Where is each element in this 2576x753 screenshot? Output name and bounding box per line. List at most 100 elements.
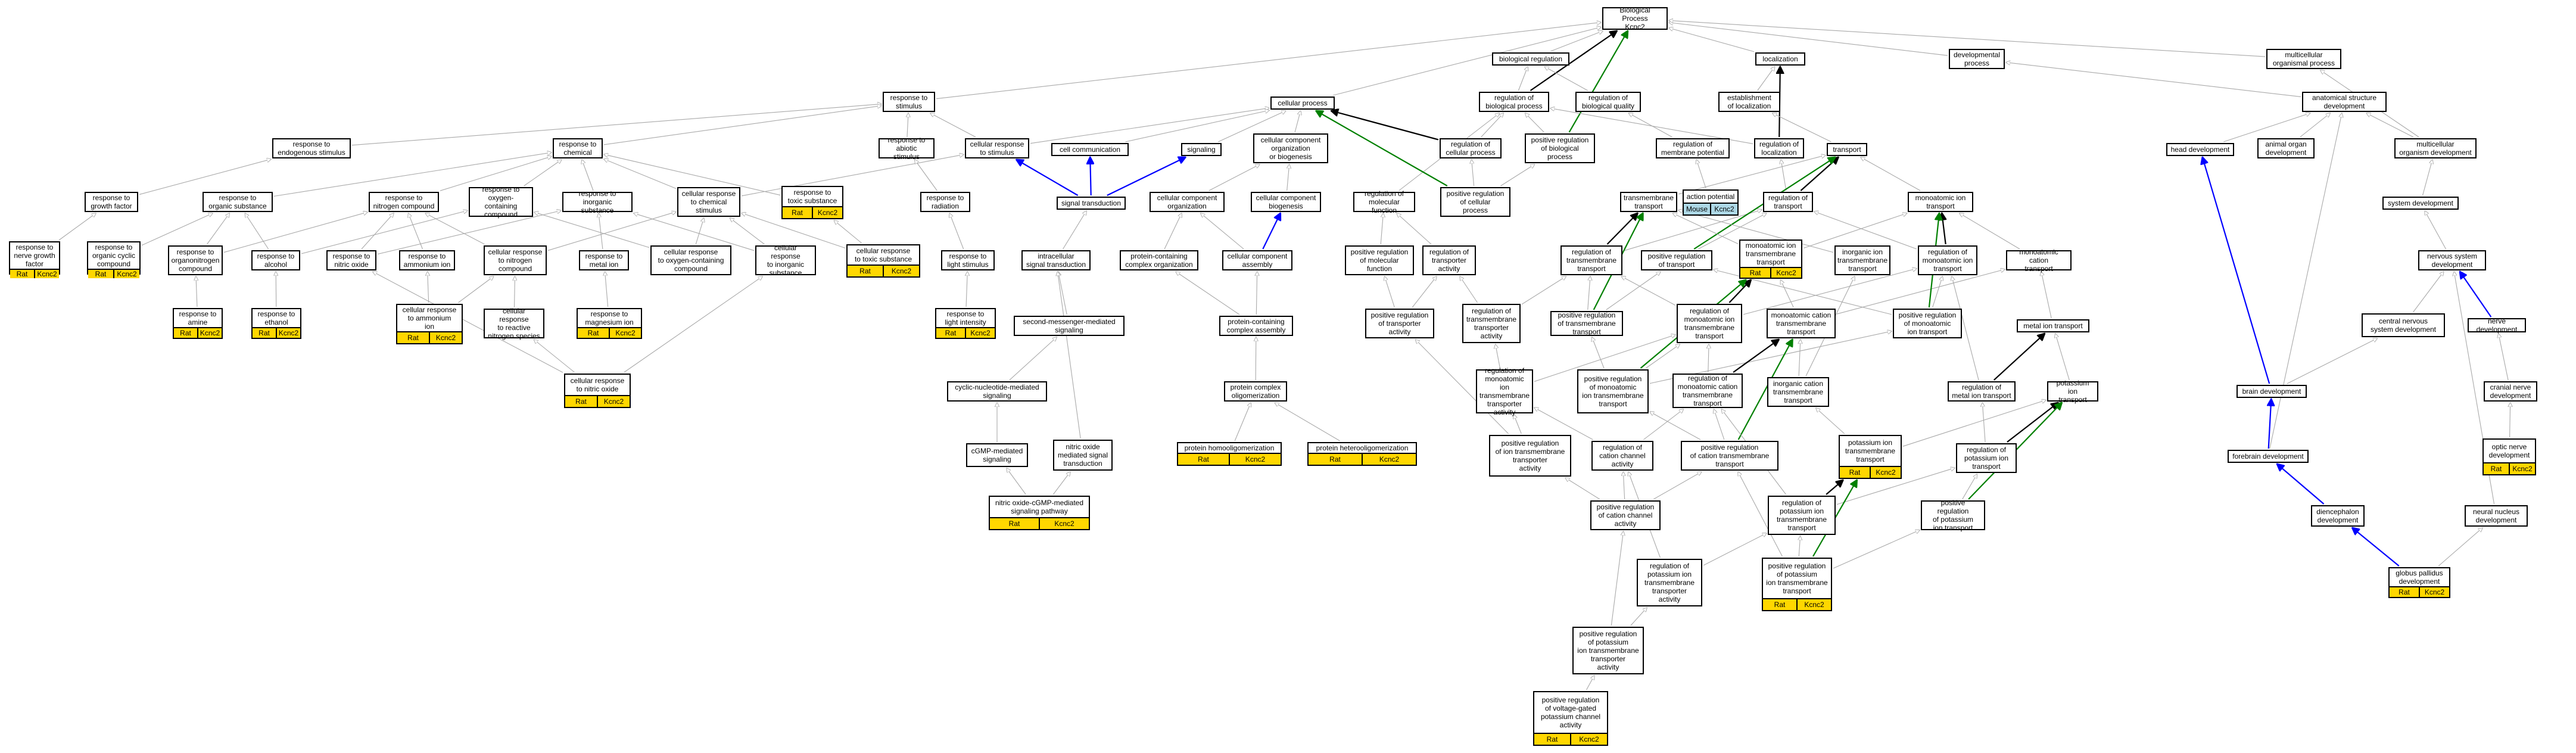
go-term-no-sig[interactable]: nitric oxide mediated signal transductio… <box>1053 440 1113 471</box>
go-term-metal-ion-transport[interactable]: metal ion transport <box>2017 319 2089 332</box>
go-term-reg-metal-transport[interactable]: regulation of metal ion transport <box>1948 381 2016 402</box>
gene-badge[interactable]: Kcnc2 <box>1796 599 1831 610</box>
go-term-inorg-ion-tm[interactable]: inorganic ion transmembrane transport <box>1834 245 1890 275</box>
go-term-cranial-nerve[interactable]: cranial nerve development <box>2484 381 2537 402</box>
go-term-pos-reg-potassium-tm-transporter[interactable]: positive regulation of potassium ion tra… <box>1572 627 1644 674</box>
go-term-pos-reg-ion-tm-transporter[interactable]: positive regulation of ion transmembrane… <box>1489 435 1571 477</box>
species-badge[interactable]: Rat <box>88 270 113 278</box>
go-term-resp-radiation[interactable]: response to radiation <box>920 192 970 212</box>
go-term-resp-inorg[interactable]: response to inorganic substance <box>562 189 633 214</box>
go-term-pos-reg-potassium-transport[interactable]: positive regulation of potassium ion tra… <box>1921 499 1985 532</box>
go-term-cell-resp-rns[interactable]: cellular response to reactive nitrogen s… <box>484 307 544 340</box>
go-term-cell-resp-chem[interactable]: cellular response to chemical stimulus <box>677 187 740 217</box>
go-term-resp-org[interactable]: response to organic substance <box>203 192 273 212</box>
go-term-system-dev[interactable]: system development <box>2382 197 2459 210</box>
go-term-nerve-dev[interactable]: nerve development <box>2468 317 2526 334</box>
go-term-resp-alcohol[interactable]: response to alcohol <box>251 250 300 270</box>
go-term-pos-reg-mol[interactable]: positive regulation of molecular functio… <box>1345 245 1414 275</box>
go-term-intra-sig[interactable]: intracellular signal transduction <box>1021 250 1091 270</box>
go-term-reg-potassium-transport[interactable]: regulation of potassium ion transport <box>1956 443 2017 473</box>
go-term-pos-reg-bio[interactable]: positive regulation of biological proces… <box>1525 133 1595 163</box>
go-term-tm-transport[interactable]: transmembrane transport <box>1620 192 1677 212</box>
go-term-cell-resp-nitro[interactable]: cellular response to nitrogen compound <box>484 245 547 275</box>
go-term-signaling[interactable]: signaling <box>1181 143 1222 156</box>
go-term-multiorgproc[interactable]: multicellular organismal process <box>2266 49 2341 69</box>
gene-badge[interactable]: Kcnc2 <box>197 328 222 338</box>
go-term-forebrain-dev[interactable]: forebrain development <box>2228 450 2309 463</box>
go-term-cell-resp-stim[interactable]: cellular response to stimulus <box>965 138 1029 158</box>
go-term-cell-resp-oxy[interactable]: cellular response to oxygen-containing c… <box>650 245 731 275</box>
go-term-est-loc[interactable]: establishment of localization <box>1718 92 1780 112</box>
go-term-reg-transporter[interactable]: regulation of transporter activity <box>1422 245 1476 275</box>
go-term-multi-dev[interactable]: multicellular organism development <box>2394 138 2477 158</box>
go-term-resp-nitro[interactable]: response to nitrogen compound <box>369 192 439 212</box>
species-badge[interactable]: Rat <box>1309 454 1362 465</box>
go-term-reg-tm-transporter[interactable]: regulation of transmembrane transporter … <box>1462 304 1521 343</box>
go-term-resp-oxy[interactable]: response to oxygen-containing compound <box>469 185 533 219</box>
gene-badge[interactable]: Kcnc2 <box>1039 518 1089 529</box>
go-term-potassium-transport[interactable]: potassium ion transport <box>2047 379 2098 404</box>
species-badge[interactable]: Rat <box>578 328 609 338</box>
species-badge[interactable]: Rat <box>2484 463 2509 474</box>
go-term-brain-dev[interactable]: brain development <box>2237 385 2307 398</box>
go-term-cell-comm[interactable]: cell communication <box>1051 143 1129 156</box>
species-badge[interactable]: Rat <box>2390 587 2419 597</box>
go-term-reg-mono-tm[interactable]: regulation of monoatomic ion transmembra… <box>1677 304 1742 343</box>
species-badge[interactable]: Rat <box>936 328 965 338</box>
go-term-animal-organ[interactable]: animal organ development <box>2257 138 2315 158</box>
gene-badge[interactable]: Kcnc2 <box>2419 587 2449 597</box>
gene-badge[interactable]: Kcnc2 <box>1229 454 1281 465</box>
go-term-diencephalon[interactable]: diencephalon development <box>2311 505 2365 527</box>
species-badge[interactable]: Rat <box>565 396 597 407</box>
go-term-sig-trans[interactable]: signal transduction <box>1057 197 1126 210</box>
species-badge[interactable]: Rat <box>397 332 429 343</box>
gene-badge[interactable]: Kcnc2 <box>1770 268 1801 278</box>
go-term-resp-organonitro[interactable]: response to organonitrogen compound <box>168 245 223 275</box>
go-term-pos-reg-vgk[interactable]: positive regulation of voltage-gated pot… <box>1533 691 1608 746</box>
go-term-monoatomic-transport[interactable]: monoatomic ion transport <box>1908 192 1973 212</box>
go-term-reg-memb-pot[interactable]: regulation of membrane potential <box>1656 138 1730 158</box>
go-term-ccorg[interactable]: cellular component organization <box>1150 192 1225 212</box>
go-term-pcc-org[interactable]: protein-containing complex organization <box>1120 250 1198 270</box>
gene-badge[interactable]: Kcnc2 <box>1570 734 1607 745</box>
go-term-ccob[interactable]: cellular component organization or bioge… <box>1253 133 1328 163</box>
go-term-pos-reg-tm-transport[interactable]: positive regulation of transmembrane tra… <box>1550 311 1623 336</box>
go-term-mono-cation-transport[interactable]: monoatomic cation transport <box>2006 248 2072 273</box>
go-term-reg-loc[interactable]: regulation of localization <box>1754 138 1804 158</box>
go-term-no-cgmp[interactable]: nitric oxide-cGMP-mediated signaling pat… <box>989 496 1090 530</box>
go-term-mono-cation-tm[interactable]: monoatomic cation transmembrane transpor… <box>1767 309 1836 338</box>
species-badge[interactable]: Rat <box>174 328 197 338</box>
go-term-reg-cell-proc[interactable]: regulation of cellular process <box>1440 138 1502 158</box>
go-term-reg-bioq[interactable]: regulation of biological quality <box>1575 92 1641 112</box>
go-term-reg-ion-tm-transporter[interactable]: regulation of monoatomic ion transmembra… <box>1476 366 1533 416</box>
go-term-resp-stim[interactable]: response to stimulus <box>883 92 935 112</box>
go-term-resp-light[interactable]: response to light stimulus <box>941 250 995 270</box>
gene-badge[interactable]: Kcnc2 <box>276 328 300 338</box>
go-term-resp-chem[interactable]: response to chemical <box>553 138 603 158</box>
species-badge[interactable]: Mouse <box>1684 204 1710 214</box>
gene-badge[interactable]: Kcnc2 <box>1870 467 1901 478</box>
go-term-nervous-dev[interactable]: nervous system development <box>2418 250 2486 270</box>
species-badge[interactable]: Rat <box>783 207 812 218</box>
go-term-cell-resp-inorg[interactable]: cellular response to inorganic substance <box>755 244 816 277</box>
go-term-pos-reg-cation-tm[interactable]: positive regulation of cation transmembr… <box>1681 441 1778 471</box>
go-term-pos-reg-transport[interactable]: positive regulation of transport <box>1641 250 1712 270</box>
go-term-pos-reg-cation-channel[interactable]: positive regulation of cation channel ac… <box>1590 500 1661 530</box>
gene-badge[interactable]: Kcnc2 <box>965 328 995 338</box>
go-term-second-msg[interactable]: second-messenger-mediated signaling <box>1014 316 1125 336</box>
gene-badge[interactable]: Kcnc2 <box>2509 463 2535 474</box>
go-term-neural-nucleus[interactable]: neural nucleus development <box>2465 505 2528 527</box>
go-term-resp-abiotic[interactable]: response to abiotic stimulus <box>879 136 935 161</box>
gene-badge[interactable]: Kcnc2 <box>597 396 630 407</box>
go-term-reg-mol-func[interactable]: regulation of molecular function <box>1353 189 1415 214</box>
species-badge[interactable]: Rat <box>1534 734 1570 745</box>
go-term-devproc[interactable]: developmental process <box>1949 49 2005 69</box>
